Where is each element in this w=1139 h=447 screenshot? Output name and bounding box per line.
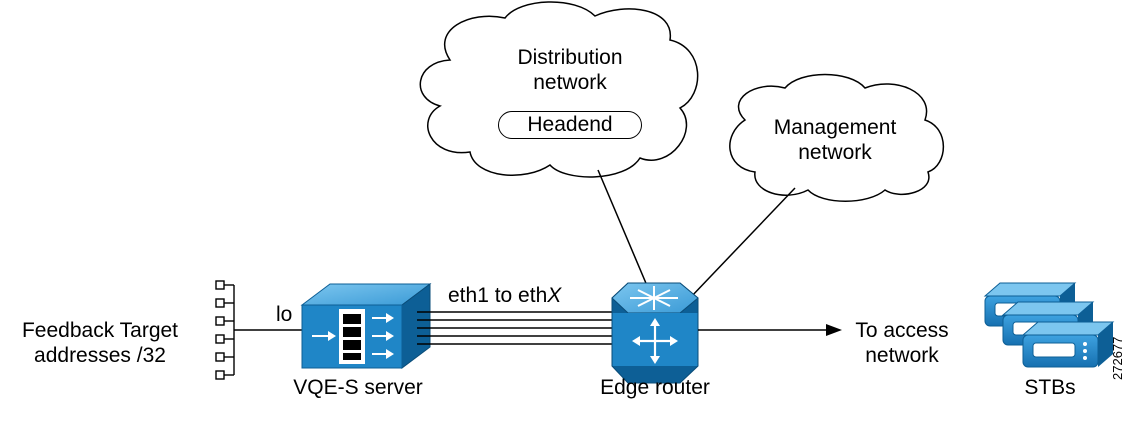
headend-label: Headend — [498, 111, 642, 139]
eth-label-suffix: X — [547, 284, 562, 307]
management-network-label: Management network — [760, 115, 910, 165]
to-access-network-label: To access network — [842, 318, 962, 368]
feedback-target-line2: addresses /32 — [34, 344, 166, 367]
feedback-target-label: Feedback Target addresses /32 — [0, 318, 200, 368]
management-network-line1: Management — [773, 116, 897, 139]
management-network-line2: network — [798, 141, 872, 164]
distribution-network-line2: network — [533, 71, 607, 94]
feedback-target-line1: Feedback Target — [21, 319, 179, 342]
lo-label: lo — [276, 303, 293, 326]
figure-id: 272677 — [1110, 336, 1125, 380]
to-access-network-arrow — [698, 324, 842, 336]
edge-router-label: Edge router — [600, 376, 710, 399]
eth-links — [417, 311, 612, 345]
to-access-network-line2: network — [865, 344, 939, 367]
eth-label-prefix: eth1 to eth — [448, 284, 548, 307]
vqe-s-server-icon — [300, 283, 432, 369]
distribution-network-label: Distribution network — [490, 45, 650, 95]
eth-label: eth1 to ethX — [448, 283, 561, 308]
management-network-cloud — [729, 73, 945, 202]
stbs-label: STBs — [1024, 376, 1076, 399]
edge-router-icon — [611, 282, 699, 384]
feedback-target-address-stubs — [215, 280, 302, 380]
distribution-to-router-line — [597, 169, 649, 289]
management-to-router-line — [689, 187, 796, 299]
distribution-network-line1: Distribution — [517, 46, 623, 69]
vqe-s-server-label: VQE-S server — [293, 376, 423, 399]
stb-icons — [983, 282, 1115, 368]
to-access-network-line1: To access — [855, 319, 949, 342]
